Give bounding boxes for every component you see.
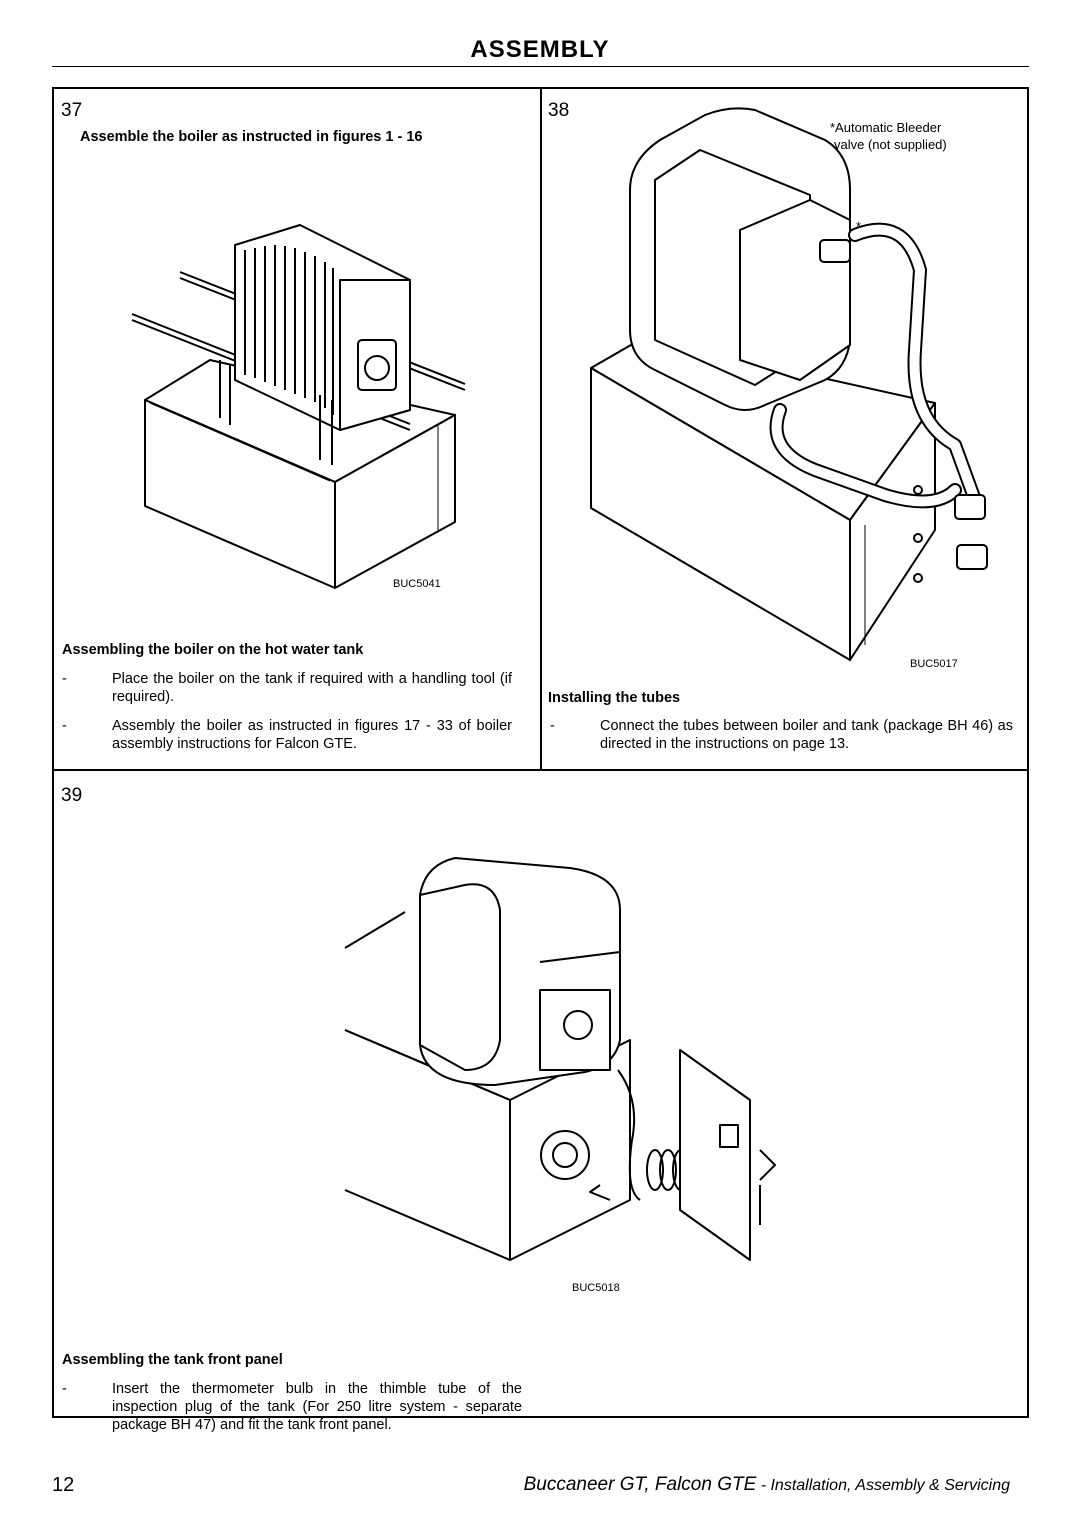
figure-38-illustration [590, 107, 988, 661]
figure-39-number: 39 [61, 785, 83, 806]
figure-37-heading: Assembling the boiler on the hot water t… [62, 642, 364, 658]
figure-38-heading: Installing the tubes [548, 690, 681, 706]
figure-39-code: BUC5018 [572, 1282, 620, 1294]
bleeder-note-line2: valve (not supplied) [834, 137, 947, 152]
figure-38-code: BUC5017 [910, 658, 958, 670]
list-item: - Place the boiler on the tank if requir… [62, 670, 512, 710]
header-rule [52, 66, 1029, 67]
figure-38-number: 38 [548, 100, 570, 121]
figure-37-number: 37 [61, 100, 83, 121]
list-dash: - [550, 718, 555, 734]
horizontal-divider [52, 769, 1029, 771]
figure-37-code: BUC5041 [393, 578, 441, 590]
list-item-text: Connect the tubes between boiler and tan… [600, 718, 1013, 752]
list-dash: - [62, 671, 67, 687]
footer-title: Buccaneer GT, Falcon GTE - Installation,… [524, 1474, 1010, 1496]
list-item: - Assembly the boiler as instructed in f… [62, 717, 512, 757]
list-item-text: Assembly the boiler as instructed in fig… [112, 718, 512, 752]
page-number: 12 [52, 1474, 75, 1496]
list-item: - Insert the thermometer bulb in the thi… [62, 1380, 522, 1440]
page-title: ASSEMBLY [470, 36, 610, 63]
footer-subtitle: - Installation, Assembly & Servicing [756, 1477, 1010, 1494]
figure-39-illustration [344, 857, 776, 1261]
figure-37-illustration [131, 224, 466, 589]
footer-product-name: Buccaneer GT, Falcon GTE [523, 1474, 757, 1495]
bleeder-note-line1: *Automatic Bleeder [830, 120, 942, 135]
figure-39-heading: Assembling the tank front panel [62, 1352, 283, 1368]
list-item: - Connect the tubes between boiler and t… [550, 717, 1015, 757]
list-item-text: Insert the thermometer bulb in the thimb… [112, 1381, 522, 1433]
list-item-text: Place the boiler on the tank if required… [112, 671, 512, 705]
vertical-divider [540, 87, 542, 770]
figure-37-instruction: Assemble the boiler as instructed in fig… [80, 129, 423, 145]
list-dash: - [62, 1381, 67, 1397]
list-dash: - [62, 718, 67, 734]
